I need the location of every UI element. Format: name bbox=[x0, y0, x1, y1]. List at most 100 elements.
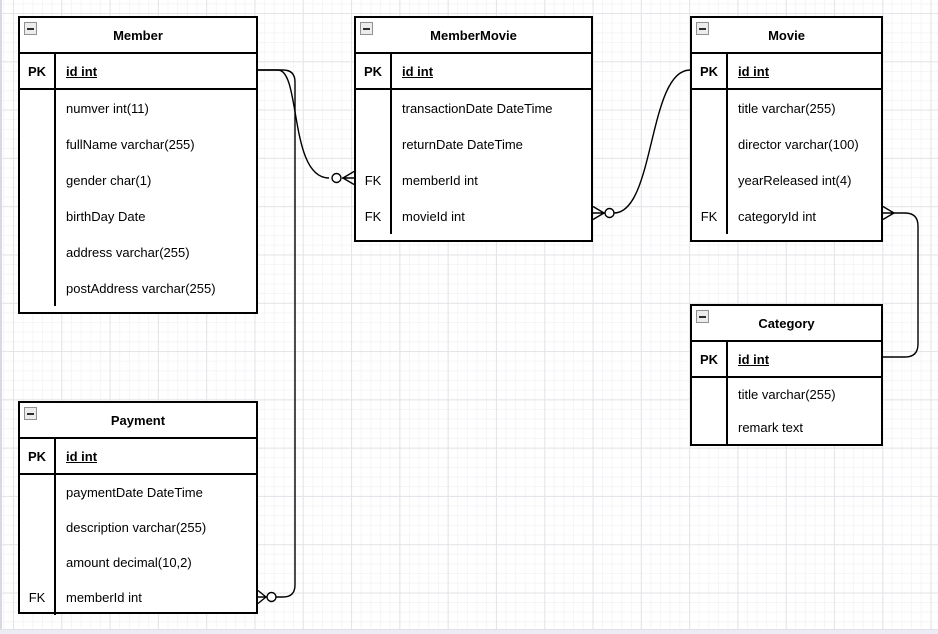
relationship-member-membermovie[interactable] bbox=[258, 69, 355, 186]
table-row[interactable]: FK categoryId int bbox=[692, 198, 881, 234]
pk-field: id int bbox=[66, 448, 98, 464]
key-label: FK bbox=[356, 198, 392, 234]
table-row-pk[interactable]: PK id int bbox=[692, 54, 881, 90]
field-text: director varchar(100) bbox=[738, 136, 859, 152]
table-row-pk[interactable]: PK id int bbox=[20, 54, 256, 90]
table-row-pk[interactable]: PK id int bbox=[692, 342, 881, 378]
relationship-movie-membermovie[interactable] bbox=[592, 69, 691, 221]
key-label bbox=[692, 411, 728, 444]
table-row[interactable]: director varchar(100) bbox=[692, 126, 881, 162]
key-label bbox=[692, 126, 728, 162]
table-row[interactable]: transactionDate DateTime bbox=[356, 90, 591, 126]
pk-label: PK bbox=[20, 439, 56, 473]
table-row[interactable]: numver int(11) bbox=[20, 90, 256, 126]
entity-table-movie[interactable]: Movie PK id int title varchar(255) direc… bbox=[690, 16, 883, 242]
table-row[interactable]: FK memberId int bbox=[356, 162, 591, 198]
field-text: paymentDate DateTime bbox=[66, 485, 203, 500]
key-label bbox=[692, 378, 728, 411]
table-title: Member bbox=[113, 27, 163, 43]
canvas-bottom-edge bbox=[0, 629, 938, 634]
table-title: Payment bbox=[110, 412, 166, 428]
table-header-payment[interactable]: Payment bbox=[20, 403, 256, 439]
table-header-member[interactable]: Member bbox=[20, 18, 256, 54]
entity-table-category[interactable]: Category PK id int title varchar(255) re… bbox=[690, 304, 883, 446]
field-text: returnDate DateTime bbox=[402, 136, 523, 152]
table-row[interactable]: paymentDate DateTime bbox=[20, 475, 256, 510]
table-row[interactable]: title varchar(255) bbox=[692, 378, 881, 411]
table-row[interactable]: FK movieId int bbox=[356, 198, 591, 234]
pk-label: PK bbox=[692, 54, 728, 88]
key-label bbox=[20, 545, 56, 580]
key-label bbox=[692, 90, 728, 126]
field-text: memberId int bbox=[66, 590, 142, 605]
pk-field: id int bbox=[738, 63, 770, 79]
pk-label: PK bbox=[20, 54, 56, 88]
collapse-icon[interactable] bbox=[24, 22, 37, 35]
field-text: categoryId int bbox=[738, 208, 817, 224]
table-header-membermovie[interactable]: MemberMovie bbox=[356, 18, 591, 54]
table-row[interactable]: address varchar(255) bbox=[20, 234, 256, 270]
table-row[interactable]: fullName varchar(255) bbox=[20, 126, 256, 162]
pk-field: id int bbox=[738, 351, 770, 367]
key-label: FK bbox=[692, 198, 728, 234]
table-row[interactable]: amount decimal(10,2) bbox=[20, 545, 256, 580]
field-text: description varchar(255) bbox=[66, 520, 207, 535]
field-text: fullName varchar(255) bbox=[66, 136, 195, 152]
collapse-icon[interactable] bbox=[696, 22, 709, 35]
table-title: Category bbox=[758, 315, 815, 331]
table-header-category[interactable]: Category bbox=[692, 306, 881, 342]
field-text: gender char(1) bbox=[66, 172, 152, 188]
key-label bbox=[356, 126, 392, 162]
field-text: remark text bbox=[738, 420, 804, 435]
table-row[interactable]: birthDay Date bbox=[20, 198, 256, 234]
field-text: yearReleased int(4) bbox=[738, 172, 852, 188]
field-text: transactionDate DateTime bbox=[402, 100, 553, 116]
key-label: FK bbox=[20, 580, 56, 615]
field-text: address varchar(255) bbox=[66, 244, 190, 260]
field-text: title varchar(255) bbox=[738, 100, 836, 116]
table-row-pk[interactable]: PK id int bbox=[20, 439, 256, 475]
canvas-left-edge bbox=[0, 0, 2, 634]
entity-table-member[interactable]: Member PK id int numver int(11) fullName… bbox=[18, 16, 258, 314]
field-text: movieId int bbox=[402, 208, 465, 224]
field-text: memberId int bbox=[402, 172, 478, 188]
field-text: numver int(11) bbox=[66, 100, 149, 116]
key-label bbox=[20, 126, 56, 162]
key-label bbox=[356, 90, 392, 126]
table-row[interactable]: gender char(1) bbox=[20, 162, 256, 198]
table-row[interactable]: remark text bbox=[692, 411, 881, 444]
table-row[interactable]: yearReleased int(4) bbox=[692, 162, 881, 198]
field-text: amount decimal(10,2) bbox=[66, 555, 192, 570]
collapse-icon[interactable] bbox=[696, 310, 709, 323]
pk-label: PK bbox=[356, 54, 392, 88]
key-label bbox=[20, 162, 56, 198]
entity-table-payment[interactable]: Payment PK id int paymentDate DateTime d… bbox=[18, 401, 258, 615]
table-header-movie[interactable]: Movie bbox=[692, 18, 881, 54]
pk-field: id int bbox=[66, 63, 98, 79]
collapse-icon[interactable] bbox=[360, 22, 373, 35]
field-text: birthDay Date bbox=[66, 208, 146, 224]
key-label bbox=[20, 234, 56, 270]
key-label bbox=[20, 90, 56, 126]
key-label bbox=[20, 510, 56, 545]
relationship-member-payment[interactable] bbox=[257, 69, 296, 605]
table-title: Movie bbox=[768, 27, 805, 43]
field-text: postAddress varchar(255) bbox=[66, 280, 216, 296]
table-row[interactable]: returnDate DateTime bbox=[356, 126, 591, 162]
field-text: title varchar(255) bbox=[738, 387, 836, 402]
relationship-category-movie[interactable] bbox=[882, 205, 919, 358]
pk-label: PK bbox=[692, 342, 728, 376]
key-label bbox=[20, 270, 56, 306]
table-title: MemberMovie bbox=[430, 27, 517, 43]
collapse-icon[interactable] bbox=[24, 407, 37, 420]
table-row[interactable]: title varchar(255) bbox=[692, 90, 881, 126]
table-row[interactable]: description varchar(255) bbox=[20, 510, 256, 545]
key-label bbox=[20, 475, 56, 510]
table-row[interactable]: FK memberId int bbox=[20, 580, 256, 615]
table-row-pk[interactable]: PK id int bbox=[356, 54, 591, 90]
key-label bbox=[20, 198, 56, 234]
pk-field: id int bbox=[402, 63, 434, 79]
table-row[interactable]: postAddress varchar(255) bbox=[20, 270, 256, 306]
entity-table-membermovie[interactable]: MemberMovie PK id int transactionDate Da… bbox=[354, 16, 593, 242]
